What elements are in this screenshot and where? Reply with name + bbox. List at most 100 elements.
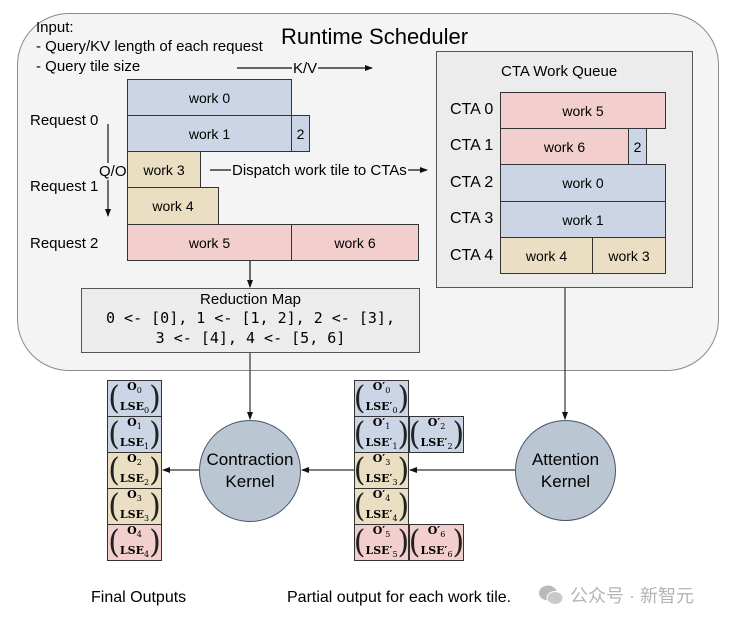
attention-kernel-line-2: Kernel (540, 471, 591, 491)
cta-2-tile-work-0: work 0 (500, 164, 666, 202)
input-line-tile-size: - Query tile size (36, 58, 141, 75)
left-paren-icon: ( (408, 523, 421, 561)
reduction-map-line-1: 0 <- [0], 1 <- [1, 2], 2 <- [3], (106, 309, 395, 327)
final-output-0: ( O0 LSE0 ) (107, 380, 162, 417)
right-paren-icon: ) (452, 523, 465, 561)
output-o: O′3 (372, 452, 391, 468)
output-lse: LSE′0 (365, 399, 398, 415)
cta-2-label: CTA 2 (450, 174, 494, 191)
wechat-icon (539, 585, 564, 605)
cta-0-tile-work-5: work 5 (500, 92, 666, 129)
qo-label: Q/O (99, 163, 127, 180)
output-lse: LSE′3 (365, 471, 398, 487)
final-outputs-label: Final Outputs (91, 589, 187, 606)
dispatch-label: Dispatch work tile to CTAs (231, 162, 408, 179)
right-paren-icon: ) (149, 487, 161, 525)
output-o: O3 (127, 488, 142, 504)
right-paren-icon: ) (452, 415, 465, 453)
attention-kernel-line-1: Attention (531, 449, 600, 469)
work-tile-6: work 6 (291, 224, 419, 261)
output-o: O′2 (427, 416, 446, 432)
request-2-label: Request 2 (30, 235, 99, 252)
watermark: 公众号 · 新智元 (538, 582, 694, 608)
cta-3-tile-work-1: work 1 (500, 201, 666, 238)
output-o: O′5 (372, 524, 391, 540)
right-paren-icon: ) (397, 379, 410, 417)
work-tile-5: work 5 (127, 224, 292, 261)
input-line-kv-length: - Query/KV length of each request (36, 38, 263, 55)
left-paren-icon: ( (108, 415, 120, 453)
output-o: O′6 (427, 524, 446, 540)
output-lse: LSE1 (119, 435, 150, 451)
partial-output-5: ( O′5 LSE′5 ) (354, 524, 409, 561)
left-paren-icon: ( (108, 523, 120, 561)
runtime-scheduler-title: Runtime Scheduler (281, 24, 469, 49)
partial-output-4: ( O′4 LSE′4 ) (354, 488, 409, 525)
right-paren-icon: ) (149, 451, 161, 489)
cta-3-label: CTA 3 (450, 210, 494, 227)
left-paren-icon: ( (108, 379, 120, 417)
final-output-3: ( O3 LSE3 ) (107, 488, 162, 525)
right-paren-icon: ) (397, 415, 410, 453)
right-paren-icon: ) (149, 415, 161, 453)
cta-1-tile-work-6: work 6 (500, 128, 629, 165)
left-paren-icon: ( (353, 487, 366, 525)
left-paren-icon: ( (408, 415, 421, 453)
output-o: O′4 (372, 488, 391, 504)
partial-output-2: ( O′2 LSE′2 ) (409, 416, 464, 453)
output-lse: LSE4 (119, 543, 150, 559)
cta-4-label: CTA 4 (450, 247, 494, 264)
cta-4-tile-work-4: work 4 (500, 237, 593, 274)
cta-1-label: CTA 1 (450, 137, 494, 154)
right-paren-icon: ) (397, 451, 410, 489)
output-lse: LSE′1 (365, 435, 398, 451)
right-paren-icon: ) (397, 487, 410, 525)
output-lse: LSE2 (119, 471, 150, 487)
output-o: O2 (127, 452, 142, 468)
reduction-map-title: Reduction Map (200, 291, 301, 308)
left-paren-icon: ( (353, 523, 366, 561)
output-o: O0 (127, 380, 142, 396)
partial-output-6: ( O′6 LSE′6 ) (409, 524, 464, 561)
left-paren-icon: ( (108, 451, 120, 489)
contraction-kernel-line-2: Kernel (225, 472, 275, 491)
work-tile-4: work 4 (127, 187, 219, 225)
request-1-label: Request 1 (30, 178, 99, 195)
cta-4-tile-work-3: work 3 (592, 237, 666, 274)
output-o: O4 (127, 524, 142, 540)
partial-output-1: ( O′1 LSE′1 ) (354, 416, 409, 453)
output-lse: LSE′5 (365, 543, 398, 559)
left-paren-icon: ( (353, 379, 366, 417)
request-0-label: Request 0 (30, 112, 99, 129)
output-o: O′0 (372, 380, 391, 396)
cta-0-label: CTA 0 (450, 101, 494, 118)
output-lse: LSE0 (119, 399, 150, 415)
right-paren-icon: ) (149, 379, 161, 417)
work-tile-2: 2 (291, 115, 310, 152)
watermark-text: 公众号 · 新智元 (570, 586, 694, 606)
output-o: O1 (127, 416, 142, 432)
output-o: O′1 (372, 416, 391, 432)
partial-output-0: ( O′0 LSE′0 ) (354, 380, 409, 417)
left-paren-icon: ( (108, 487, 120, 525)
final-output-1: ( O1 LSE1 ) (107, 416, 162, 453)
right-paren-icon: ) (397, 523, 410, 561)
work-tile-0: work 0 (127, 79, 292, 116)
right-paren-icon: ) (149, 523, 161, 561)
final-output-2: ( O2 LSE2 ) (107, 452, 162, 489)
final-output-4: ( O4 LSE4 ) (107, 524, 162, 561)
contraction-kernel-line-1: Contraction (206, 450, 294, 469)
work-tile-1: work 1 (127, 115, 292, 152)
left-paren-icon: ( (353, 415, 366, 453)
reduction-map-line-2: 3 <- [4], 4 <- [5, 6] (155, 329, 346, 347)
output-lse: LSE3 (119, 507, 150, 523)
output-lse: LSE′4 (365, 507, 398, 523)
cta-1-tile-2: 2 (628, 128, 647, 165)
work-tile-3: work 3 (127, 151, 201, 188)
cta-work-queue-title: CTA Work Queue (501, 63, 618, 80)
reduction-map: Reduction Map 0 <- [0], 1 <- [1, 2], 2 <… (81, 288, 420, 353)
partial-outputs-label: Partial output for each work tile. (287, 589, 512, 606)
output-lse: LSE′6 (420, 543, 453, 559)
